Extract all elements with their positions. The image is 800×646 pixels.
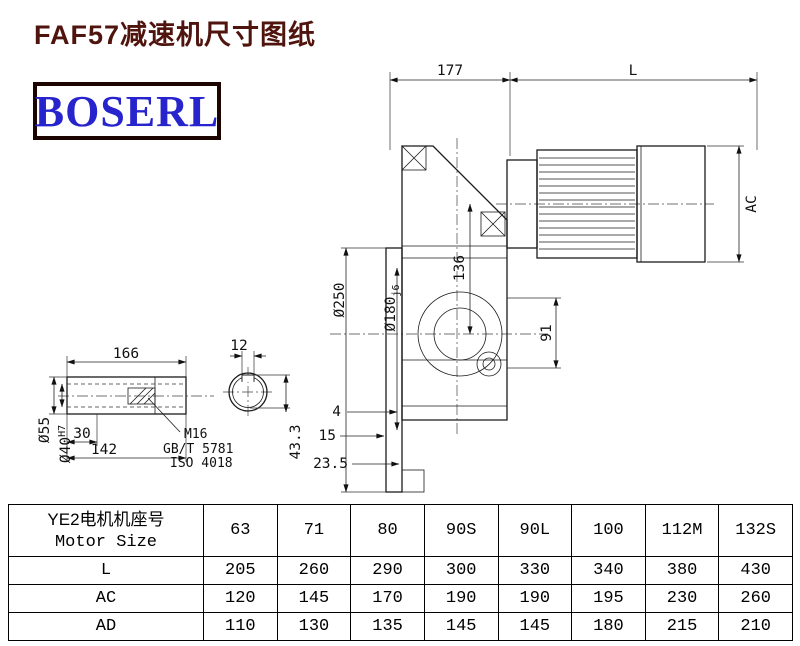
table-header-row: YE2电机机座号 Motor Size 63 71 80 90S 90L 100…	[8, 504, 793, 557]
motor-body	[506, 145, 706, 263]
table-cell: 330	[497, 556, 573, 585]
dim-15: 15	[319, 428, 336, 444]
table-col-header: 90L	[497, 504, 573, 557]
table-cell: 340	[571, 556, 646, 585]
dim-23-5: 23.5	[313, 456, 348, 472]
table-cell: 300	[423, 556, 499, 585]
table-cell: 260	[718, 584, 793, 613]
row-label: AD	[8, 612, 204, 641]
table-col-header: 90S	[423, 504, 499, 557]
gearbox-housing	[401, 145, 508, 421]
thread-standard-gb: GB/T 5781	[163, 442, 233, 457]
dimension-table: YE2电机机座号 Motor Size 63 71 80 90S 90L 100…	[8, 504, 793, 641]
table-cell: 215	[644, 612, 720, 641]
table-cell: 170	[350, 584, 425, 613]
table-cell: 205	[203, 556, 278, 585]
table-cell: 190	[497, 584, 573, 613]
table-cell: 290	[350, 556, 425, 585]
table-cell: 380	[644, 556, 720, 585]
bore-fit: H7	[57, 425, 68, 437]
table-col-header: 71	[276, 504, 352, 557]
table-cell: 195	[571, 584, 646, 613]
table-cell: 145	[497, 612, 573, 641]
table-cell: 110	[203, 612, 278, 641]
shaft-end-view	[228, 372, 268, 412]
dim-43-3: 43.3	[288, 425, 304, 460]
table-cell: 120	[203, 584, 278, 613]
dim-4: 4	[332, 404, 341, 420]
table-col-header: 63	[203, 504, 278, 557]
dim-shaft-od: Ø55	[37, 417, 53, 443]
shaft-detail	[66, 376, 187, 433]
page-title: FAF57减速机尺寸图纸	[34, 20, 317, 50]
thread-label: M16	[184, 427, 207, 442]
dim-bore-dia: Ø40H7	[57, 425, 74, 463]
dim-166: 166	[113, 346, 139, 362]
table-col-header: 132S	[718, 504, 793, 557]
table-row-AD: AD 110 130 135 145 145 180 215 210	[8, 612, 793, 641]
dim-L: L	[629, 63, 638, 79]
spigot-fit: j6	[391, 285, 402, 297]
table-cell: 190	[423, 584, 499, 613]
table-row-AC: AC 120 145 170 190 190 195 230 260	[8, 584, 793, 613]
dim-177: 177	[437, 63, 463, 79]
table-cell: 230	[644, 584, 720, 613]
thread-standard-iso: ISO 4018	[170, 456, 233, 471]
table-col-header: 80	[350, 504, 425, 557]
table-cell: 260	[276, 556, 352, 585]
motor-size-header-cn: YE2电机机座号	[47, 509, 165, 529]
technical-drawing: 177 L AC Ø250 Ø180j6 136 91 4 15 23.5 16…	[37, 63, 760, 493]
spigot-dia-value: Ø180	[383, 297, 399, 332]
dim-spigot-dia: Ø180j6	[383, 285, 402, 332]
table-cell: 130	[276, 612, 352, 641]
motor-size-header-cell: YE2电机机座号 Motor Size	[8, 504, 204, 557]
table-row-L: L 205 260 290 300 330 340 380 430	[8, 556, 793, 585]
table-cell: 430	[718, 556, 793, 585]
dim-AC: AC	[744, 195, 760, 212]
dim-flange-dia: Ø250	[332, 283, 348, 318]
table-cell: 210	[718, 612, 793, 641]
table-cell: 135	[350, 612, 425, 641]
dim-30: 30	[73, 426, 90, 442]
dimension-labels: 177 L AC Ø250 Ø180j6 136 91 4 15 23.5 16…	[37, 63, 760, 472]
dimension-lines	[51, 77, 758, 493]
dim-91: 91	[539, 324, 555, 341]
motor-size-header-en: Motor Size	[54, 532, 158, 552]
bore-dia-value: Ø40	[58, 437, 74, 463]
centerlines	[58, 138, 714, 436]
brand-logo: BOSERL	[33, 82, 221, 140]
table-cell: 145	[423, 612, 499, 641]
row-label: AC	[8, 584, 204, 613]
keyway-slot	[241, 374, 255, 382]
table-col-header: 100	[571, 504, 646, 557]
dim-136: 136	[452, 255, 468, 281]
dim-142: 142	[91, 442, 117, 458]
extension-lines	[49, 72, 758, 493]
dim-12: 12	[230, 338, 247, 354]
table-col-header: 112M	[644, 504, 720, 557]
output-flange	[385, 247, 425, 493]
row-label: L	[8, 556, 204, 585]
table-cell: 180	[571, 612, 646, 641]
table-cell: 145	[276, 584, 352, 613]
